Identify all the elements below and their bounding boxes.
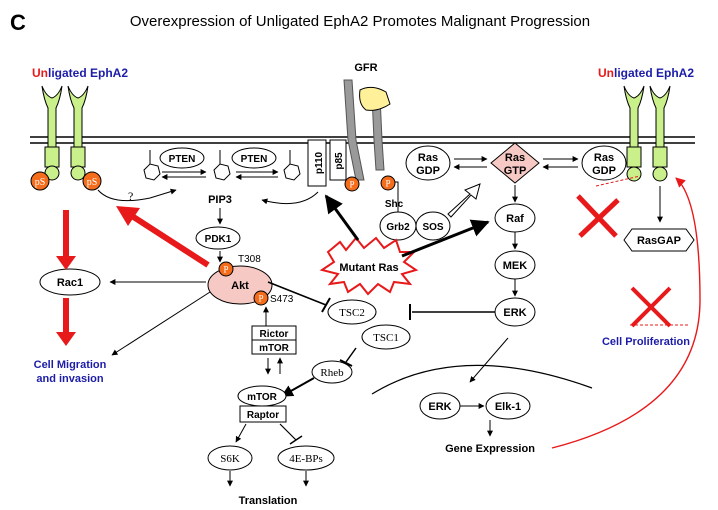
svg-text:PTEN: PTEN [169, 154, 196, 165]
svg-text:P: P [385, 179, 390, 189]
rac1-node: Rac1 [39, 268, 101, 296]
svg-text:p110: p110 [314, 151, 325, 174]
svg-text:GTP: GTP [504, 165, 527, 177]
svg-text:Rac1: Rac1 [57, 277, 83, 289]
red-arrow-rac1-to-migration [56, 298, 76, 346]
unknown-link-question: ? [128, 189, 133, 203]
red-arrow-akt-to-receptor [116, 206, 210, 268]
svg-text:mTOR: mTOR [247, 392, 278, 403]
cell-invasion-label: and invasion [36, 373, 104, 385]
blocked-proliferation-cross [630, 286, 690, 328]
svg-text:TSC2: TSC2 [339, 307, 365, 319]
left-receptor-label: Unligated EphA2 [32, 66, 128, 80]
mtorc2-complex: Rictor mTOR [251, 325, 297, 355]
erk-node: ERK [494, 297, 536, 327]
svg-text:Ras: Ras [418, 152, 438, 164]
tsc2-node: TSC2 [327, 299, 377, 325]
t308-label: T308 [238, 254, 261, 265]
blocked-rasgap-cross [576, 175, 641, 238]
translation-label: Translation [239, 495, 298, 507]
svg-text:P: P [258, 294, 263, 304]
lipid-pip3 [213, 150, 231, 181]
lipid-pip2-right [283, 150, 301, 181]
svg-text:GDP: GDP [592, 165, 616, 177]
svg-text:P: P [223, 265, 228, 275]
svg-text:TSC1: TSC1 [373, 332, 399, 344]
svg-text:P: P [349, 180, 354, 190]
feedback-to-receptor-curve [551, 177, 701, 449]
svg-text:Rheb: Rheb [320, 367, 344, 379]
phospho-serine-right: pS [82, 171, 102, 191]
svg-text:pS: pS [87, 177, 98, 188]
svg-text:Raptor: Raptor [247, 410, 279, 421]
figure-title: Overexpression of Unligated EphA2 Promot… [130, 13, 590, 30]
sos-to-ras-arrow [447, 183, 481, 218]
svg-text:GDP: GDP [416, 165, 440, 177]
sos-node: SOS [415, 211, 451, 241]
gfr-receptor [343, 79, 391, 181]
svg-text:Ras: Ras [594, 152, 614, 164]
pi3k-p85: p85 [329, 139, 347, 181]
lipid-pip2-left [143, 150, 161, 181]
svg-text:Grb2: Grb2 [386, 222, 410, 233]
grb2-node: Grb2 [379, 211, 417, 241]
pdk1-node: PDK1 [195, 226, 241, 250]
right-epha2-receptor [623, 85, 671, 182]
pip3-label: PIP3 [208, 194, 232, 206]
mtorc1-complex: mTOR Raptor [237, 385, 287, 423]
svg-text:Elk-1: Elk-1 [495, 401, 521, 413]
mutant-ras-node: Mutant Ras [319, 236, 419, 296]
svg-text:SOS: SOS [422, 222, 443, 233]
phospho-s473: P [253, 290, 269, 306]
gfr-label: GFR [354, 62, 377, 74]
panel-letter: C [10, 10, 26, 35]
svg-text:ERK: ERK [428, 401, 451, 413]
gene-expression-label: Gene Expression [445, 443, 535, 455]
svg-text:PDK1: PDK1 [205, 234, 232, 245]
mek-node: MEK [494, 250, 536, 280]
s473-label: S473 [270, 294, 294, 305]
svg-text:Akt: Akt [231, 280, 249, 292]
pten-node-left: PTEN [159, 147, 205, 169]
svg-text:Rictor: Rictor [260, 329, 289, 340]
tsc1-node: TSC1 [361, 324, 411, 350]
red-arrow-receptor-to-rac1 [56, 210, 76, 270]
svg-text:p85: p85 [334, 152, 345, 170]
raf-node: Raf [494, 203, 536, 233]
ras-gdp-node-right: Ras GDP [581, 145, 627, 181]
svg-text:S6K: S6K [220, 453, 240, 465]
svg-text:Mutant Ras: Mutant Ras [339, 262, 398, 274]
4ebp-node: 4E-BPs [277, 445, 335, 471]
rheb-node: Rheb [311, 360, 353, 384]
rasgap-node: RasGAP [623, 228, 695, 252]
cell-proliferation-label: Cell Proliferation [602, 336, 690, 348]
phospho-p85: P [344, 176, 360, 192]
nuclear-envelope [371, 364, 593, 395]
phospho-serine-left: pS [30, 171, 50, 191]
svg-text:Raf: Raf [506, 213, 524, 225]
erk-nuclear-node: ERK [419, 392, 461, 420]
svg-text:MEK: MEK [503, 260, 528, 272]
svg-text:RasGAP: RasGAP [637, 235, 681, 247]
svg-text:Shc: Shc [385, 199, 404, 210]
s6k-node: S6K [207, 445, 253, 471]
svg-text:pS: pS [35, 177, 46, 188]
svg-text:Ras: Ras [505, 152, 525, 164]
svg-text:ERK: ERK [503, 307, 526, 319]
elk1-node: Elk-1 [485, 392, 531, 420]
ras-gdp-node: Ras GDP [405, 145, 451, 181]
ras-gtp-node: Ras GTP [490, 142, 540, 184]
pten-node-right: PTEN [231, 147, 277, 169]
svg-text:mTOR: mTOR [259, 343, 290, 354]
right-receptor-label: Unligated EphA2 [598, 66, 694, 80]
svg-text:4E-BPs: 4E-BPs [289, 453, 323, 465]
pi3k-p110: p110 [307, 139, 327, 187]
svg-text:PTEN: PTEN [241, 154, 268, 165]
left-epha2-receptor [41, 85, 89, 181]
cell-migration-label: Cell Migration [34, 359, 107, 371]
phospho-shc: P [380, 175, 396, 191]
cell-membrane [30, 136, 695, 144]
phospho-t308: P [218, 261, 234, 277]
